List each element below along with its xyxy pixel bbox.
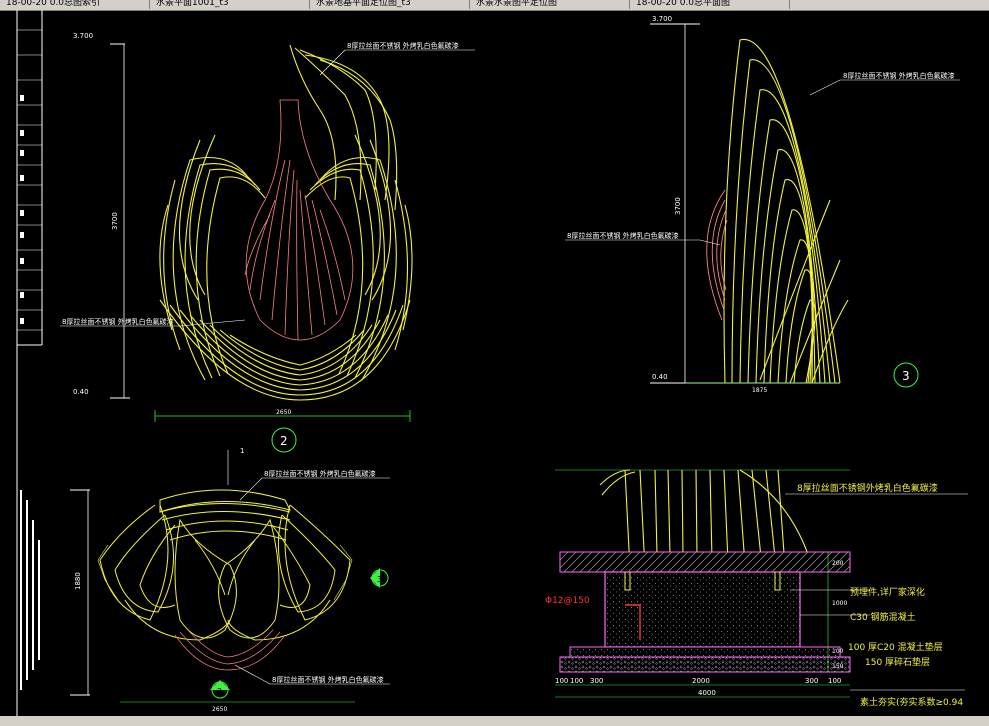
tab-2[interactable]: 水景地基平面定位图_t3 — [310, 0, 470, 9]
tab-3[interactable]: 水景水景图平定位图 — [470, 0, 630, 9]
elev-top-label: 3.700 — [73, 32, 93, 40]
section-gravel: 150 厚碎石垫层 — [865, 656, 930, 668]
callout-side-top: 8厚拉丝面不锈钢 外烤乳白色氟碳漆 — [843, 71, 955, 80]
width-plan-label: 2650 — [212, 706, 227, 713]
height-plan-label: 1880 — [74, 572, 82, 590]
section-mark-1: 1 — [240, 447, 244, 455]
view-mark-2: 2 — [280, 434, 288, 448]
dim-base-100-left: 100 — [555, 677, 568, 685]
dim-base-100-left2: 100 — [570, 677, 583, 685]
elev-bottom-side: 0.40 — [652, 373, 668, 381]
dim-150: 150 — [832, 663, 844, 670]
width-side-label: 1875 — [752, 387, 767, 394]
width-front-label: 2650 — [276, 409, 291, 416]
dim-base-300-left: 300 — [590, 677, 603, 685]
section-c30: C30 钢筋混凝土 — [850, 611, 916, 623]
status-bar — [0, 716, 989, 726]
section-c20: 100 厚C20 混凝土垫层 — [848, 641, 943, 653]
callout-side-left: 8厚拉丝面不锈钢 外烤乳白色氟碳漆 — [567, 231, 679, 240]
callout-front-left: 8厚拉丝面不锈钢 外烤乳白色氟碳漆 — [62, 317, 174, 326]
cad-drawing-canvas[interactable]: 3.700 0.40 3700 — [0, 10, 989, 716]
callout-front-top: 8厚拉丝面不锈钢 外烤乳白色氟碳漆 — [347, 41, 459, 50]
elev-bottom-label: 0.40 — [73, 388, 89, 396]
dim-1000: 1000 — [832, 600, 847, 607]
foundation-section-view[interactable]: Φ12@150 200 1000 100 150 100 100 300 200… — [545, 469, 968, 708]
height-side-label: 3700 — [674, 197, 682, 215]
title-block-strip — [16, 10, 43, 716]
side-elevation-view[interactable]: 3.700 0.40 3700 1875 3 — [565, 15, 960, 394]
view-mark-2b: 2 — [217, 687, 222, 696]
callout-plan-top: 8厚拉丝面不锈钢 外烤乳白色氟碳漆 — [264, 469, 376, 478]
front-elevation-view[interactable]: 3.700 0.40 3700 — [60, 32, 475, 453]
dim-200: 200 — [832, 560, 844, 567]
section-embed: 预埋件,详厂家深化 — [850, 586, 925, 598]
dim-100b: 100 — [832, 648, 844, 655]
callout-plan-bottom: 8厚拉丝面不锈钢 外烤乳白色氟碳漆 — [272, 675, 384, 684]
tab-1[interactable]: 水景平面1001_t3 — [150, 0, 310, 9]
plan-view[interactable]: 1880 2650 1 — [70, 447, 390, 713]
tab-4[interactable]: 18-00-20 0.0总平面图 — [630, 0, 790, 9]
drawing-tab-bar: 18-00-20 0.0总图索引 水景平面1001_t3 水景地基平面定位图_t… — [0, 0, 989, 11]
elev-top-side: 3.700 — [652, 15, 672, 23]
dim-base-mid: 2000 — [692, 677, 710, 685]
dim-base-100-right: 100 — [828, 677, 841, 685]
rebar-label: Φ12@150 — [545, 596, 590, 606]
height-front-label: 3700 — [111, 212, 119, 230]
tab-0[interactable]: 18-00-20 0.0总图索引 — [0, 0, 150, 9]
view-mark-3b: 3 — [377, 575, 382, 584]
section-finish: 8厚拉丝面不锈钢外烤乳白色氟碳漆 — [797, 482, 938, 494]
view-mark-3: 3 — [902, 369, 910, 383]
dim-base-total: 4000 — [698, 689, 716, 697]
section-soil: 素土夯实(夯实系数≥0.94 — [860, 696, 963, 708]
dim-base-300-right: 300 — [805, 677, 818, 685]
